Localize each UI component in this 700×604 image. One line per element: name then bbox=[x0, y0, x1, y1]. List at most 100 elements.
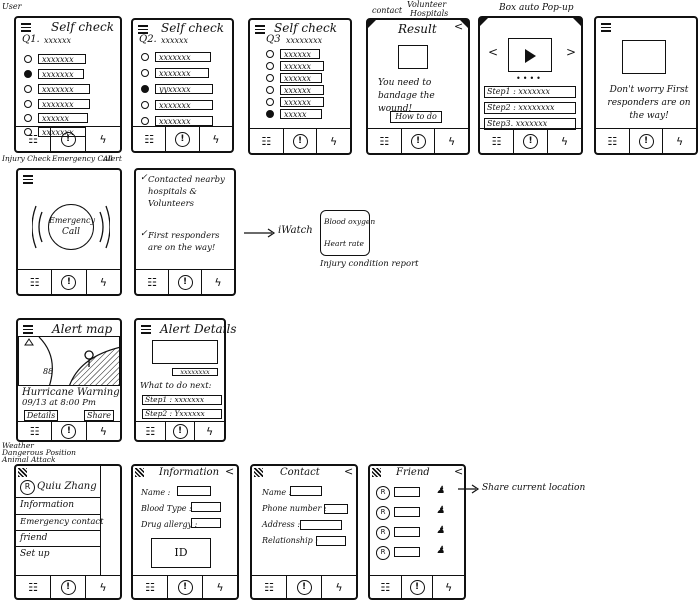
alert-tab[interactable]: ϟ bbox=[87, 270, 120, 294]
option-5[interactable]: xxxxxx bbox=[24, 113, 92, 123]
alert-tab[interactable]: ϟ bbox=[663, 129, 696, 153]
friend-name-field[interactable] bbox=[394, 487, 420, 497]
back-icon[interactable]: < bbox=[344, 465, 354, 478]
option-1[interactable]: xxxxxxx bbox=[141, 52, 221, 62]
option-3[interactable]: xxxxxx bbox=[266, 73, 336, 83]
previous-button[interactable]: < bbox=[488, 45, 499, 59]
emergency-call-tab[interactable]: ! bbox=[52, 270, 87, 294]
injury-check-tab[interactable]: ☷ bbox=[18, 270, 53, 294]
step-1[interactable]: Step1 : xxxxxxx bbox=[484, 86, 576, 98]
injury-check-tab[interactable]: ☷ bbox=[596, 129, 630, 153]
option-4[interactable]: xxxxxx bbox=[266, 85, 336, 95]
person-location-icon[interactable]: ♟ bbox=[436, 505, 445, 516]
alert-tab[interactable]: ϟ bbox=[200, 127, 232, 151]
menu-icon[interactable] bbox=[601, 23, 611, 32]
emergency-call-tab[interactable]: ! bbox=[287, 576, 322, 598]
option-3[interactable]: xxxxxxx bbox=[24, 84, 92, 94]
step-2[interactable]: Step2 : xxxxxxxx bbox=[484, 102, 576, 114]
option-3[interactable]: yyxxxxx bbox=[141, 84, 221, 94]
emergency-call-tab[interactable]: ! bbox=[402, 129, 436, 153]
menu-icon[interactable] bbox=[21, 23, 31, 32]
injury-check-tab[interactable]: ☷ bbox=[252, 576, 287, 598]
emergency-call-tab[interactable]: ! bbox=[169, 270, 202, 294]
emergency-call-tab[interactable]: ! bbox=[52, 422, 87, 440]
phone-field[interactable] bbox=[324, 504, 348, 514]
option-2[interactable]: xxxxxxx bbox=[24, 69, 92, 79]
alert-tab[interactable]: ϟ bbox=[195, 422, 224, 440]
alert-tab[interactable]: ϟ bbox=[86, 127, 120, 151]
menu-icon[interactable] bbox=[23, 175, 33, 184]
back-icon[interactable]: < bbox=[454, 20, 464, 33]
option-5[interactable]: xxxxxx bbox=[266, 97, 336, 107]
emergency-call-tab[interactable]: ! bbox=[51, 127, 86, 151]
injury-check-tab[interactable]: ☷ bbox=[480, 129, 514, 153]
injury-check-tab[interactable]: ☷ bbox=[133, 576, 168, 598]
name-field[interactable] bbox=[177, 486, 211, 496]
share-button[interactable]: Share bbox=[84, 410, 114, 421]
option-1[interactable]: xxxxxx bbox=[266, 49, 336, 59]
injury-check-tab[interactable]: ☷ bbox=[370, 576, 402, 598]
emergency-call-tab[interactable]: ! bbox=[166, 422, 196, 440]
emergency-call-tab[interactable]: ! bbox=[630, 129, 664, 153]
back-icon[interactable]: < bbox=[225, 465, 235, 478]
friend-name-field[interactable] bbox=[394, 507, 420, 517]
alert-tab[interactable]: ϟ bbox=[87, 422, 120, 440]
option-4[interactable]: xxxxxxx bbox=[24, 99, 92, 109]
menu-icon[interactable] bbox=[138, 25, 148, 34]
menu-icon[interactable] bbox=[141, 325, 151, 334]
alert-tab[interactable]: ϟ bbox=[317, 129, 350, 153]
injury-check-tab[interactable]: ☷ bbox=[18, 422, 53, 440]
option-6[interactable]: xxxxx bbox=[266, 109, 336, 119]
emergency-call-tab[interactable]: ! bbox=[402, 576, 434, 598]
alert-map[interactable]: 88 bbox=[18, 336, 120, 386]
menu-information[interactable]: Information bbox=[20, 500, 75, 510]
option-2[interactable]: xxxxxx bbox=[266, 61, 336, 71]
blood-type-field[interactable] bbox=[191, 502, 221, 512]
alert-tab[interactable]: ϟ bbox=[203, 576, 237, 598]
avatar[interactable]: R bbox=[20, 480, 35, 495]
video-player[interactable] bbox=[508, 38, 552, 72]
option-1[interactable]: xxxxxxx bbox=[24, 54, 92, 64]
relationship-field[interactable] bbox=[316, 536, 346, 546]
emergency-call-tab[interactable]: ! bbox=[166, 127, 200, 151]
option-4[interactable]: xxxxxxx bbox=[141, 100, 221, 110]
injury-check-tab[interactable]: ☷ bbox=[136, 422, 166, 440]
injury-check-tab[interactable]: ☷ bbox=[133, 127, 167, 151]
alert-tab[interactable]: ϟ bbox=[202, 270, 234, 294]
injury-check-tab[interactable]: ☷ bbox=[250, 129, 284, 153]
back-icon[interactable]: < bbox=[454, 465, 464, 478]
friend-name-field[interactable] bbox=[394, 547, 420, 557]
step-2[interactable]: Step2 : Yxxxxxx bbox=[142, 409, 222, 419]
step-3[interactable]: Step3. xxxxxxx bbox=[484, 118, 576, 130]
injury-check-tab[interactable]: ☷ bbox=[16, 127, 51, 151]
alert-tab[interactable]: ϟ bbox=[548, 129, 581, 153]
alert-tab[interactable]: ϟ bbox=[433, 576, 464, 598]
emergency-call-tab[interactable]: ! bbox=[51, 576, 86, 598]
id-card[interactable]: ID bbox=[151, 538, 211, 568]
injury-check-tab[interactable]: ☷ bbox=[136, 270, 169, 294]
drug-allergy-field[interactable] bbox=[191, 518, 221, 528]
address-field[interactable] bbox=[300, 520, 342, 530]
how-to-do-button[interactable]: How to do bbox=[390, 111, 442, 123]
alert-tab[interactable]: ϟ bbox=[86, 576, 120, 598]
menu-emergency-contact[interactable]: Emergency contact bbox=[20, 517, 104, 527]
alert-tab[interactable]: ϟ bbox=[435, 129, 468, 153]
emergency-call-tab[interactable]: ! bbox=[514, 129, 548, 153]
person-location-icon[interactable]: ♟ bbox=[436, 545, 445, 556]
contact-name-field[interactable] bbox=[290, 486, 322, 496]
emergency-call-button[interactable]: Emergency Call bbox=[48, 204, 95, 250]
injury-check-tab[interactable]: ☷ bbox=[16, 576, 51, 598]
person-location-icon[interactable]: ♟ bbox=[436, 485, 445, 496]
emergency-call-tab[interactable]: ! bbox=[168, 576, 203, 598]
person-location-icon[interactable]: ♟ bbox=[436, 525, 445, 536]
alert-tab[interactable]: ϟ bbox=[322, 576, 356, 598]
menu-set-up[interactable]: Set up bbox=[20, 549, 50, 559]
emergency-call-tab[interactable]: ! bbox=[284, 129, 318, 153]
next-button[interactable]: > bbox=[566, 45, 577, 59]
friend-name-field[interactable] bbox=[394, 527, 420, 537]
option-5[interactable]: xxxxxxx bbox=[141, 116, 221, 126]
injury-check-tab[interactable]: ☷ bbox=[368, 129, 402, 153]
menu-icon[interactable] bbox=[255, 25, 265, 34]
details-button[interactable]: Details bbox=[24, 410, 58, 421]
menu-icon[interactable] bbox=[23, 325, 33, 334]
